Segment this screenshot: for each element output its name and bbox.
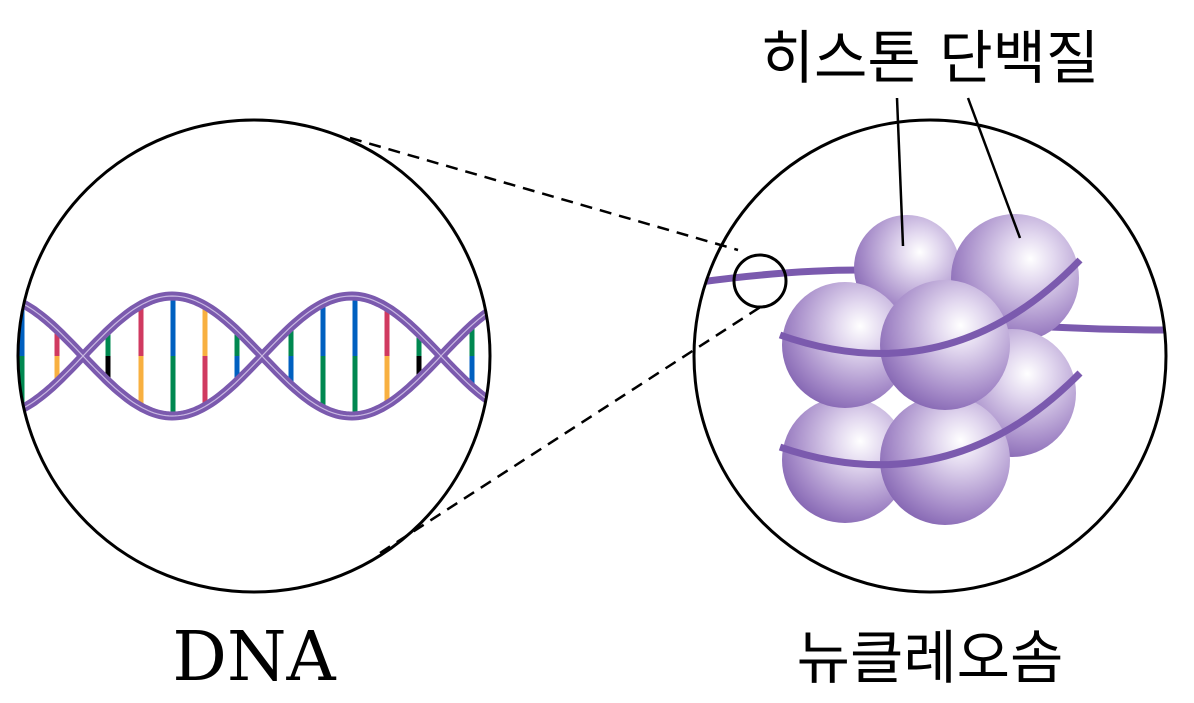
histone-pointer-2 (966, 97, 1022, 239)
base-pairs (19, 296, 475, 416)
zoom-line-top (349, 136, 739, 252)
linker-dna-right (1049, 323, 1165, 334)
dna-circle (16, 118, 492, 594)
histone-sphere (782, 282, 908, 408)
dna-label: DNA (172, 618, 336, 697)
zoom-line-bottom (379, 304, 763, 555)
linker-dna-left (699, 266, 861, 286)
wrapped-dna-lower (778, 370, 1083, 469)
histone-sphere (880, 395, 1010, 525)
nucleosome-label: 뉴클레오솜 (797, 624, 1064, 692)
histone-octamer (782, 214, 1079, 525)
nucleosome-panel (692, 118, 1168, 594)
histone-label: 히스톤 단백질 (761, 24, 1100, 92)
nucleosome-circle (692, 118, 1168, 594)
histone-pointer-1 (895, 97, 905, 247)
wrapped-dna-upper (778, 257, 1083, 357)
magnify-circle (732, 253, 788, 309)
dna-panel (16, 118, 492, 594)
dna-strand-a-highlight (19, 295, 489, 417)
dna-strand-b-highlight (19, 295, 489, 417)
